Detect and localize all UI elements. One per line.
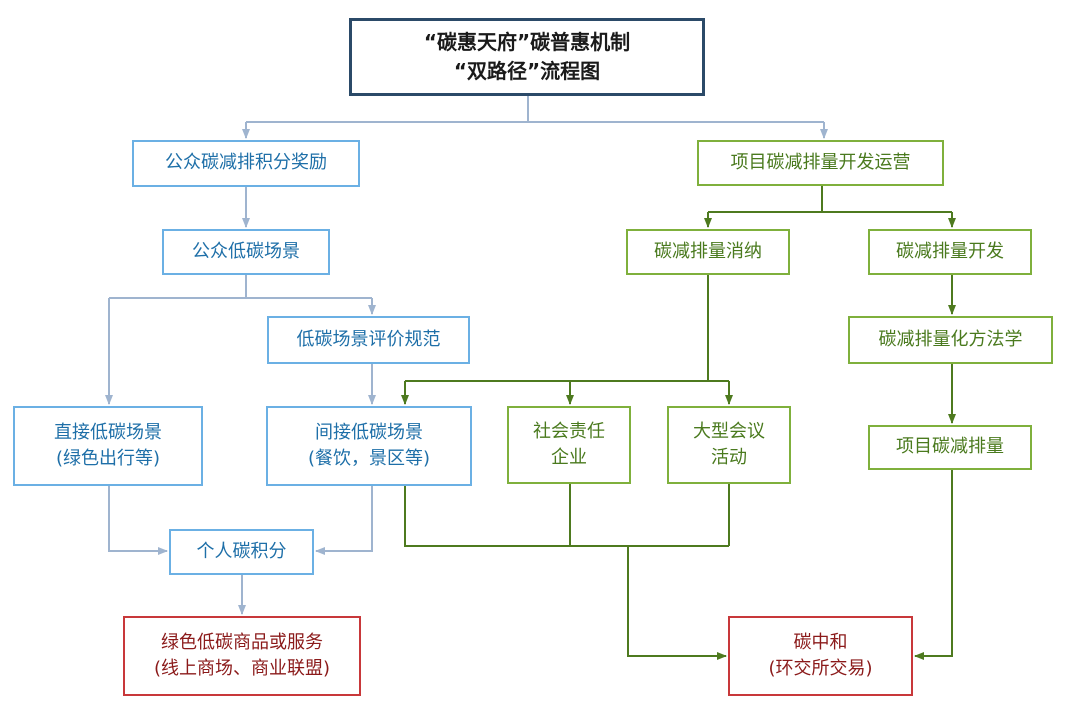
methodology-label: 碳减排量化方法学 — [878, 328, 1023, 350]
personal-points-box: 个人碳积分 — [169, 529, 314, 575]
project-quota-label: 项目碳减排量 — [896, 436, 1004, 458]
arrow-quota-to-neutral — [914, 470, 953, 660]
green-goods-line1: 绿色低碳商品或服务 — [161, 631, 323, 653]
absorption-box: 碳减排量消纳 — [626, 229, 790, 275]
indirect-scene-line1: 间接低碳场景 — [315, 421, 423, 443]
arrow-to-neutral — [627, 546, 727, 660]
title-line2: “双路径”流程图 — [453, 59, 601, 83]
project-operation-label: 项目碳减排量开发运营 — [730, 151, 911, 173]
green-goods-box: 绿色低碳商品或服务 (线上商场、商业联盟) — [123, 616, 361, 696]
development-box: 碳减排量开发 — [868, 229, 1032, 275]
large-event-line1: 大型会议 — [693, 420, 765, 442]
development-label: 碳减排量开发 — [896, 240, 1004, 262]
arrow-direct-to-personal — [108, 486, 168, 555]
scene-standard-box: 低碳场景评价规范 — [267, 316, 470, 364]
indirect-scene-line2: (餐饮，景区等) — [307, 448, 431, 469]
carbon-neutral-line1: 碳中和 — [793, 631, 848, 653]
scene-standard-label: 低碳场景评价规范 — [296, 328, 441, 350]
project-quota-box: 项目碳减排量 — [868, 425, 1032, 470]
public-scene-label: 公众低碳场景 — [192, 240, 300, 262]
indirect-scene-box: 间接低碳场景 (餐饮，景区等) — [266, 406, 472, 486]
absorption-label: 碳减排量消纳 — [654, 240, 762, 262]
title-box: “碳惠天府”碳普惠机制 “双路径”流程图 — [349, 18, 705, 96]
csr-enterprise-line1: 社会责任 — [533, 420, 605, 442]
large-event-line2: 活动 — [711, 447, 747, 468]
methodology-box: 碳减排量化方法学 — [848, 316, 1053, 364]
connector — [404, 486, 729, 547]
direct-scene-box: 直接低碳场景 (绿色出行等) — [13, 406, 203, 486]
csr-enterprise-line2: 企业 — [551, 447, 587, 468]
direct-scene-line2: (绿色出行等) — [55, 448, 161, 469]
csr-enterprise-box: 社会责任 企业 — [507, 406, 631, 484]
carbon-neutral-box: 碳中和 (环交所交易) — [728, 616, 913, 696]
arrow-indirect-to-personal — [315, 486, 373, 555]
personal-points-label: 个人碳积分 — [196, 540, 287, 562]
carbon-neutral-line2: (环交所交易) — [768, 658, 873, 679]
public-reward-box: 公众碳减排积分奖励 — [132, 140, 360, 187]
large-event-box: 大型会议 活动 — [667, 406, 791, 484]
project-operation-box: 项目碳减排量开发运营 — [697, 140, 944, 186]
public-reward-label: 公众碳减排积分奖励 — [165, 152, 327, 174]
direct-scene-line1: 直接低碳场景 — [54, 421, 162, 443]
public-scene-box: 公众低碳场景 — [162, 229, 330, 275]
green-goods-line2: (线上商场、商业联盟) — [153, 658, 331, 679]
title-line1: “碳惠天府”碳普惠机制 — [423, 30, 631, 54]
